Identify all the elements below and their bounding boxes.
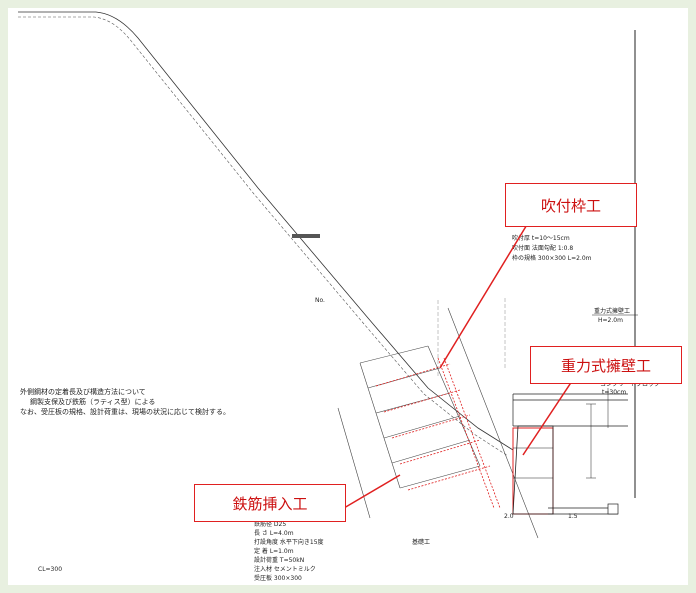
wall-sublabel: H=2.0m bbox=[598, 317, 623, 324]
nail-dimension-lines bbox=[337, 307, 539, 539]
spec-bottom-4: 定 着 L=1.0m bbox=[254, 547, 294, 555]
note-line-2: 鋼製支保及び鉄筋（ラティス型）による bbox=[30, 397, 155, 406]
callout-tekkin: 鉄筋挿入工 bbox=[194, 484, 346, 522]
spec-bottom-5: 設計荷重 T=50kN bbox=[254, 556, 304, 564]
engineering-cross-section: No. bbox=[18, 11, 660, 582]
spec-bottom-2: 長 さ L=4.0m bbox=[254, 530, 294, 537]
leader-tekkin bbox=[343, 474, 401, 509]
dim-b: 1.5 bbox=[568, 513, 578, 520]
spec-top-2: 吹付面 法面勾配 1:0.8 bbox=[512, 244, 573, 252]
spec-bottom-7: 受圧板 300×300 bbox=[254, 574, 302, 582]
leader-fukitsuke bbox=[439, 222, 529, 369]
drawing-frame: No. bbox=[8, 8, 688, 585]
spec-bottom-1: 鉄筋径 D25 bbox=[254, 520, 286, 528]
soil-nails bbox=[375, 357, 501, 509]
bottom-left-label: CL=300 bbox=[38, 566, 62, 573]
wall-label: 重力式擁壁工 bbox=[594, 307, 630, 315]
spec-bottom-6: 注入材 セメントミルク bbox=[254, 565, 316, 573]
slope-line-outer bbox=[18, 11, 514, 451]
bottom-small-label: 基礎工 bbox=[412, 538, 430, 546]
concrete-sublabel: t=30cm bbox=[602, 389, 626, 396]
slope-marker bbox=[292, 234, 320, 238]
callout-juryoku: 重力式擁壁工 bbox=[530, 346, 682, 384]
dim-a: 2.0 bbox=[504, 513, 514, 520]
right-dimensions bbox=[586, 388, 609, 479]
note-line-3: なお、受圧板の規格、設計荷重は、現場の状況に応じて検討する。 bbox=[20, 407, 230, 416]
spec-top-3: 枠の規格 300×300 L=2.0m bbox=[512, 254, 592, 262]
pavement bbox=[512, 393, 628, 515]
leader-juryoku bbox=[522, 371, 579, 456]
spec-top-1: 吹付厚 t=10～15cm bbox=[512, 234, 570, 242]
concrete-label: コンクリートブロック bbox=[600, 380, 660, 388]
spec-bottom-3: 打設角度 水平下向き15度 bbox=[254, 538, 324, 546]
callout-fukitsuke: 吹付枠工 bbox=[505, 183, 637, 227]
note-line-1: 外側鋼材の定着長及び構造方法について bbox=[20, 387, 146, 396]
slope-note: No. bbox=[315, 297, 325, 304]
